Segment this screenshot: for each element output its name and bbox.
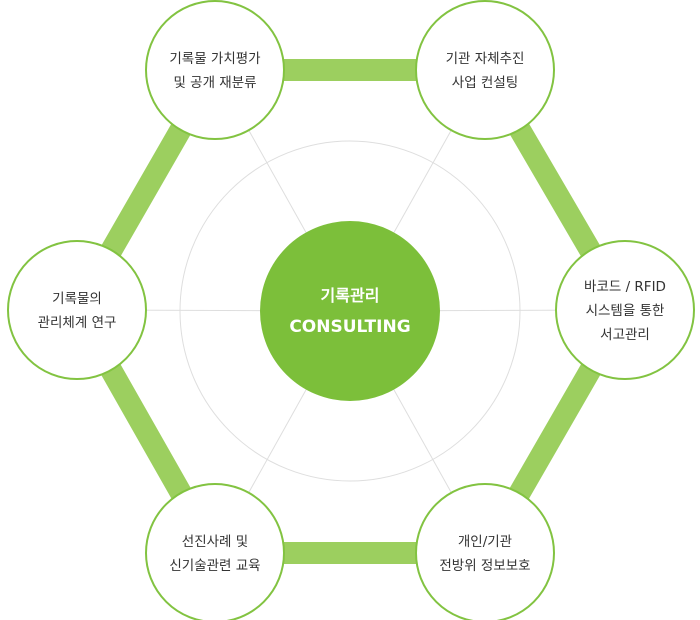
node-label-line: 기록물의 <box>52 291 102 307</box>
node-label-line: 기록물 가치평가 <box>169 51 260 67</box>
node-circle <box>7 240 147 380</box>
node-circle <box>415 483 555 620</box>
node-label-line: 관리체계 연구 <box>38 315 117 331</box>
node-label-line: 서고관리 <box>600 327 650 343</box>
node-circle <box>415 0 555 140</box>
node-label-line: 기관 자체추진 <box>446 51 525 67</box>
node-label-line: 전방위 정보보호 <box>439 558 530 574</box>
center-circle <box>260 221 440 401</box>
node-label-line: 사업 컨설팅 <box>452 75 518 91</box>
node-circle <box>145 483 285 620</box>
node-label-line: 신기술관련 교육 <box>169 558 260 574</box>
node-label-line: 선진사례 및 <box>182 534 248 550</box>
node-label-line: 바코드 / RFID <box>584 279 666 295</box>
node-label-line: 및 공개 재분류 <box>173 75 256 91</box>
node-label-line: 시스템을 통한 <box>586 303 665 319</box>
center-title: 기록관리 <box>321 286 380 305</box>
center-subtitle: CONSULTING <box>289 317 410 337</box>
node-circle <box>145 0 285 140</box>
node-label-line: 개인/기관 <box>458 534 512 550</box>
inner-guide-circle <box>179 140 521 482</box>
node-circle <box>555 240 695 380</box>
